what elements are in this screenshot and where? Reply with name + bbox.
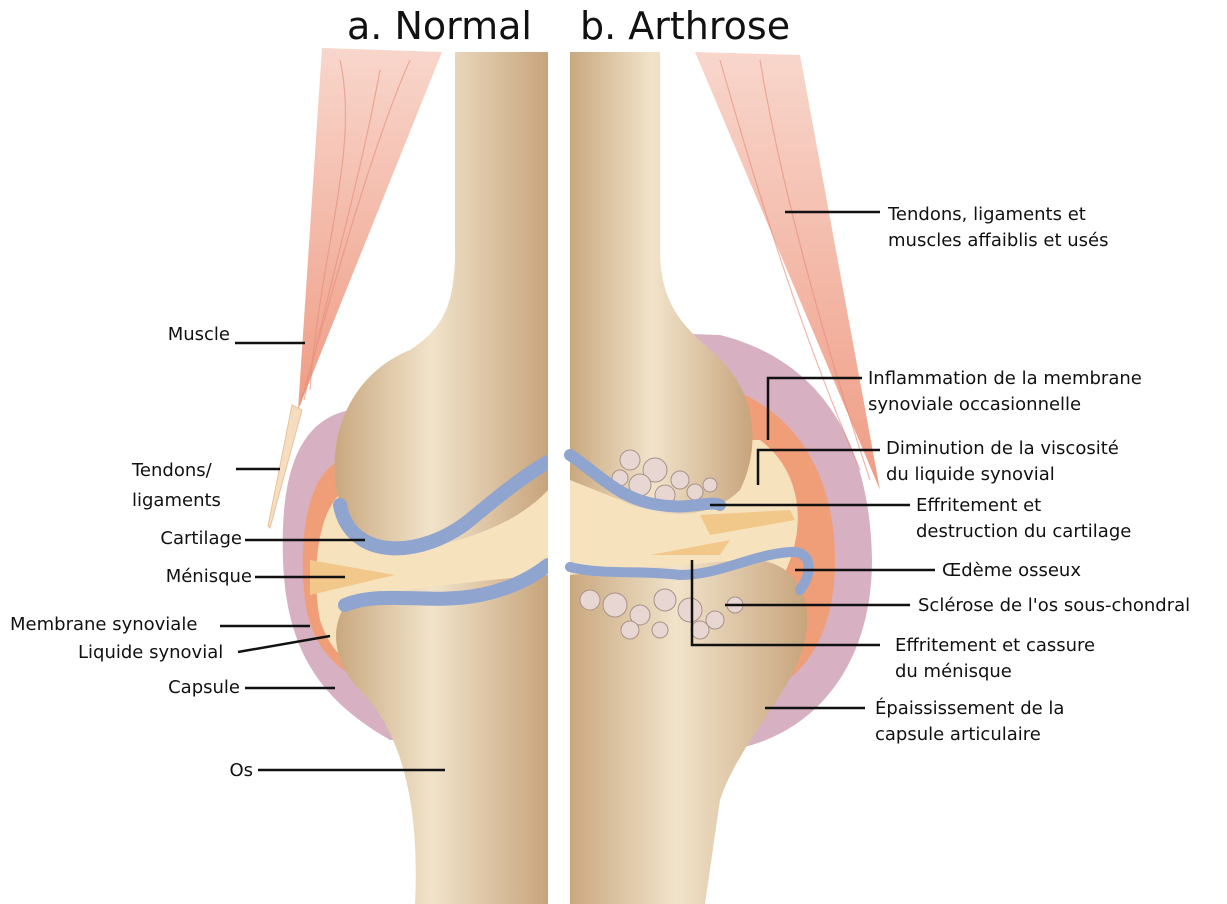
label-membrane-synoviale: Membrane synoviale [10, 612, 197, 638]
label-viscosite-line1: Diminution de la viscosité [886, 436, 1119, 462]
label-cassure-line1: Effritement et cassure [895, 633, 1095, 659]
label-muscle: Muscle [120, 322, 230, 348]
label-effritement-line1: Effritement et [916, 493, 1131, 519]
label-inflammation: Inflammation de la membrane synoviale oc… [868, 366, 1142, 418]
title-normal: a. Normal [347, 4, 532, 48]
label-effritement-line2: destruction du cartilage [916, 519, 1131, 545]
arthrosis-knee [570, 52, 880, 904]
title-arthrose: b. Arthrose [580, 4, 790, 48]
label-os: Os [150, 758, 253, 784]
label-epaississement-line2: capsule articulaire [875, 722, 1064, 748]
label-cassure-menisque: Effritement et cassure du ménisque [895, 633, 1095, 685]
label-inflammation-line2: synoviale occasionnelle [868, 392, 1142, 418]
normal-knee [268, 48, 548, 904]
tibia-left [336, 575, 548, 904]
label-cartilage: Cartilage [60, 526, 242, 552]
label-tendons-line2: ligaments [132, 488, 221, 514]
label-sclerose: Sclérose de l'os sous-chondral [918, 593, 1190, 619]
label-capsule: Capsule [60, 675, 240, 701]
label-effritement-cartilage: Effritement et destruction du cartilage [916, 493, 1131, 545]
label-viscosite-line2: du liquide synovial [886, 462, 1119, 488]
label-epaississement: Épaississement de la capsule articulaire [875, 696, 1064, 748]
label-viscosite: Diminution de la viscosité du liquide sy… [886, 436, 1119, 488]
label-menisque: Ménisque [60, 564, 252, 590]
label-inflammation-line1: Inflammation de la membrane [868, 366, 1142, 392]
label-tendons-affaiblis-line2: muscles affaiblis et usés [888, 228, 1108, 254]
label-tendons-ligaments: Tendons/ ligaments [132, 458, 221, 514]
label-epaississement-line1: Épaississement de la [875, 696, 1064, 722]
label-liquide-synovial: Liquide synovial [78, 640, 223, 666]
label-tendons-affaiblis-line1: Tendons, ligaments et [888, 202, 1108, 228]
label-tendons-affaiblis: Tendons, ligaments et muscles affaiblis … [888, 202, 1108, 254]
label-cassure-line2: du ménisque [895, 659, 1095, 685]
label-oedeme: Œdème osseux [942, 558, 1081, 584]
label-tendons-line1: Tendons/ [132, 458, 221, 484]
